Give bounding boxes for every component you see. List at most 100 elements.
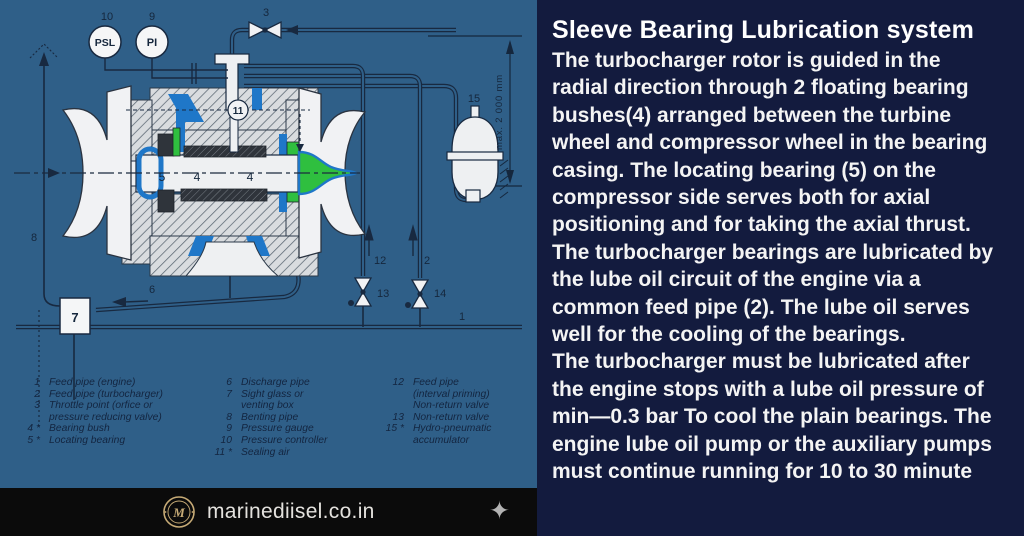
pipe-12-interval-priming [244,63,366,276]
body-line: radial direction through 2 floating bear… [552,76,969,100]
legend-text: Hydro-pneumatic [413,423,492,435]
legend-row: (interval priming) [378,389,491,401]
legend-text: pressure reducing valve) [49,411,162,423]
body-line: the lube oil circuit of the engine via a [552,268,921,292]
compressor-wheel [61,85,132,261]
legend-num: 7 [226,388,232,400]
ref-4a: 4 [194,170,201,184]
page-title: Sleeve Bearing Lubrication system [552,16,975,44]
legend-row: accumulator [378,435,491,447]
non-return-valve-13 [348,277,373,307]
body-line: compressor side serves both for axial [552,186,931,210]
legend-row: 10 Pressure controller [206,434,328,447]
oil-passages [168,88,287,256]
body-line: min—0.3 bar To cool the plain bearings. … [552,405,992,429]
footer-bar: M marinediisel.co.in ✦ [0,488,537,536]
body-line: casing. The locating bearing (5) on the [552,158,936,182]
legend-column-2: 6 Discharge pipe 7 Sight glass or venting … [206,377,327,458]
legend-row: 5 *Locating bearing [14,435,163,447]
ref-2: 2 [424,255,430,267]
ref-1: 1 [459,311,465,323]
body-line: well for the cooling of the bearings. [552,323,906,347]
label-11-bubble [227,99,249,121]
text-panel: Sleeve Bearing Lubrication system The tu… [537,0,1024,536]
centerline-arrow [48,168,60,178]
legend-text: (interval priming) [413,388,490,400]
non-return-valve-14 [405,279,430,309]
marinediisel-logo-icon: M [163,496,195,528]
bearing-bushes [157,133,268,213]
legend-row: 4 *Bearing bush [14,423,163,435]
logo-monogram: M [172,505,185,520]
pressure-indicator-pi [135,25,169,59]
riser-flow-arrows [364,224,418,256]
instrument-lines [104,58,228,84]
legend-num: 9 [226,423,232,435]
body-line: The turbocharger bearings are lubricated… [552,240,994,264]
body-line: engine lube oil pump or the auxiliary pu… [552,432,992,456]
ref-11: 11 [233,106,244,117]
legend-num: 6 [226,377,232,388]
legend-text: Feed pipe [413,377,459,388]
body-line: the engine stops with a lube oil pressur… [552,377,984,401]
compressor-side-seal [172,127,181,157]
legend-num: 10 [220,434,232,446]
ref-7: 7 [71,310,78,325]
ref-5: 5 [159,170,166,184]
turbocharger-lubrication-diagram: PSL PI 10 9 3 11 5 4 4 15 12 2 13 14 1 6… [0,0,537,488]
legend-row: Non-return valve [378,400,491,412]
ref-15: 15 [468,93,480,105]
legend-num [378,389,404,401]
legend-num: 2 [34,388,40,400]
ref-4b: 4 [247,170,254,184]
ref-9: 9 [149,11,155,23]
ref-13: 13 [377,288,389,300]
vent-arrow [39,52,49,66]
legend-num: 11 * [214,446,232,458]
legend-num: 1 [34,377,40,388]
legend-num: 4 * [27,423,40,435]
legend-num: 5 * [27,434,40,446]
legend-text: accumulator [413,434,470,446]
diagram-panel: PSL PI 10 9 3 11 5 4 4 15 12 2 13 14 1 6… [0,0,537,488]
ref-12: 12 [374,255,386,267]
legend-row: pressure reducing valve) [14,412,163,424]
legend-row: 11 * Sealing air [206,447,327,459]
footer-site-text: marinediisel.co.in [207,500,375,523]
ref-6: 6 [149,284,155,296]
pressure-switch-psl [88,25,122,59]
legend-text: Discharge pipe [241,377,310,388]
legend-num: 13 [392,411,404,423]
sight-glass-box [59,297,91,335]
ref-10: 10 [101,11,113,23]
psl-label: PSL [95,37,116,49]
pipe-throttle-line [229,27,456,54]
body-line: positioning and for taking the axial thr… [552,213,971,237]
ref-14: 14 [434,288,446,300]
venting-pipe-8 [43,62,61,307]
discharge-flow-arrow [112,297,149,307]
legend-text: venting box [241,400,294,412]
legend-row: venting box [206,400,327,412]
casing-pedestal [184,241,280,277]
ref-8: 8 [31,232,37,244]
legend-num [378,435,404,447]
legend-text: Sealing air [241,446,290,458]
pi-label: PI [147,37,157,49]
body-line: bushes(4) arranged between the turbine [552,103,952,127]
legend-row: 15 *Hydro-pneumatic [378,423,492,435]
pipe-2-feed-turbocharger [244,73,423,278]
legend-num: 8 [226,411,232,423]
legend-text: Non-return valve [413,400,490,412]
legend-text: Sight glass or [241,388,304,400]
legend-text: Pressure controller [241,434,328,446]
legend-text: Feed pipe (turbocharger) [49,388,163,400]
